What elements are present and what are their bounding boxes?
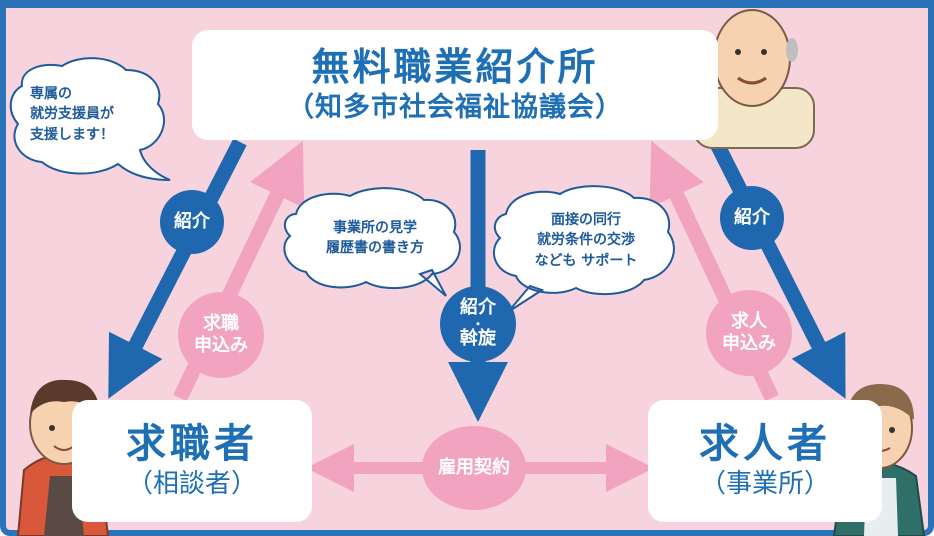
support-bubble-text: 専属の 就労支援員が 支援します！ xyxy=(30,84,160,145)
support-line-2: 就労支援員が xyxy=(30,106,114,123)
center-referral-label: 紹介 ・ 斡旋 xyxy=(440,286,516,362)
support-line-1: 専属の xyxy=(30,86,72,102)
support-bubble xyxy=(9,57,171,181)
visit-bubble-text: 事業所の見学 履歴書の書き方 xyxy=(300,218,450,259)
left-referral-text: 紹介 xyxy=(174,210,210,232)
job-offer-text-2: 申込み xyxy=(722,333,776,354)
visit-bubble xyxy=(283,187,461,297)
interview-bubble xyxy=(492,185,675,313)
job-seeker-subtitle: （相談者） xyxy=(126,469,257,500)
interview-line-3: なども サポート xyxy=(534,252,638,269)
center-referral-dot: ・ xyxy=(471,316,484,331)
job-seeker-title: 求職者 xyxy=(126,421,258,468)
contract-text: 雇用契約 xyxy=(438,456,510,478)
right-referral-arrow xyxy=(709,138,846,399)
right-referral-text: 紹介 xyxy=(734,206,770,228)
right-referral-label: 紹介 xyxy=(720,186,784,250)
visit-line-1: 事業所の見学 xyxy=(333,220,417,236)
support-line-3: 支援します！ xyxy=(30,126,114,143)
contract-label: 雇用契約 xyxy=(422,426,526,510)
visit-line-2: 履歴書の書き方 xyxy=(326,240,424,257)
interview-line-2: 就労条件の交渉 xyxy=(537,232,635,249)
employer-title: 求人者 xyxy=(699,421,831,468)
job-offer-application-label: 求人 申込み xyxy=(706,290,792,376)
center-organization-box: 無料職業紹介所 （知多市社会福祉協議会） xyxy=(192,30,718,140)
job-seeker-box: 求職者 （相談者） xyxy=(72,400,312,522)
staff-person-illustration xyxy=(693,9,815,149)
left-referral-label: 紹介 xyxy=(160,190,224,254)
left-referral-arrow xyxy=(108,138,247,399)
job-seek-application-label: 求職 申込み xyxy=(178,292,264,378)
employer-box: 求人者 （事業所） xyxy=(648,400,882,522)
center-referral-text-1: 紹介 xyxy=(460,296,496,318)
interview-line-1: 面接の同行 xyxy=(551,212,621,228)
job-seek-text-2: 申込み xyxy=(194,335,248,356)
employer-subtitle: （事業所） xyxy=(699,469,830,500)
center-title: 無料職業紹介所 xyxy=(311,44,599,89)
center-referral-text-2: 斡旋 xyxy=(460,328,496,350)
job-offer-text-1: 求人 xyxy=(731,310,767,332)
interview-bubble-text: 面接の同行 就労条件の交渉 なども サポート xyxy=(506,210,666,271)
job-seek-text-1: 求職 xyxy=(203,312,239,334)
center-subtitle: （知多市社会福祉協議会） xyxy=(287,92,623,124)
